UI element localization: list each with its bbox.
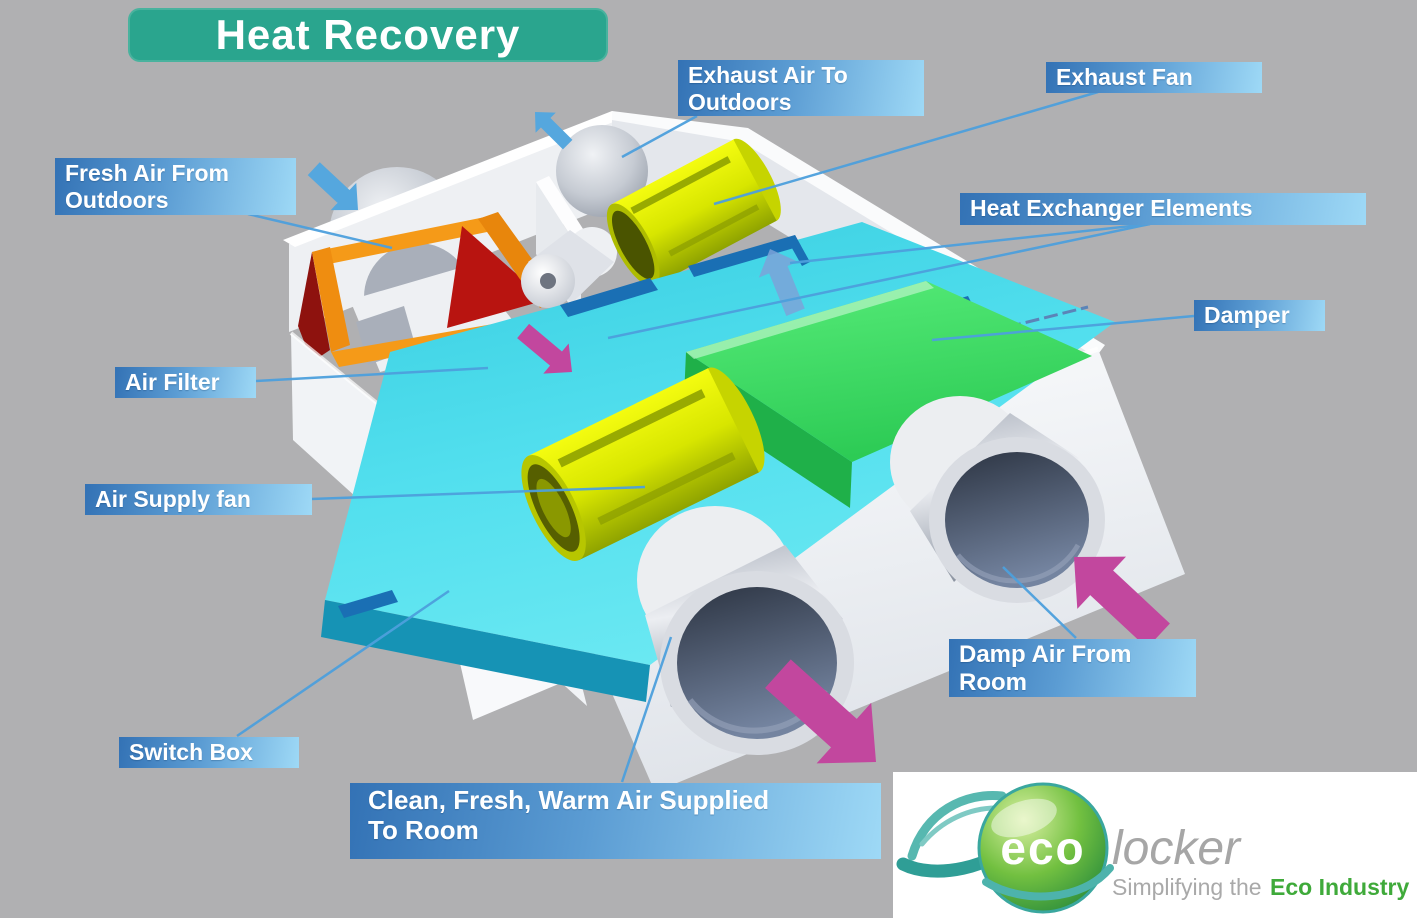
logo-brand-locker: locker — [1112, 822, 1242, 875]
logo-brand-eco: eco — [1000, 822, 1085, 874]
back-left-rim — [283, 111, 626, 247]
label-line: Heat Exchanger Elements — [970, 195, 1253, 221]
logo-tagline-prefix: Simplifying the — [1112, 874, 1262, 900]
logo-swoosh — [907, 791, 1007, 861]
label-line: Exhaust Fan — [1056, 64, 1193, 90]
leader-damper — [931, 314, 1195, 342]
leader-lines — [236, 90, 1195, 783]
exchanger-slot — [688, 235, 801, 277]
leader-air-filter — [255, 366, 489, 383]
exchanger-slot — [788, 235, 810, 266]
filter-red-edge — [298, 252, 330, 362]
leader-switch-box — [236, 589, 450, 738]
air-filter-3d — [447, 226, 546, 328]
leader-heat-exchanger-a — [789, 222, 1151, 265]
exchanger-slot — [338, 590, 398, 618]
leader-clean-fresh — [620, 636, 673, 783]
label-line: Exhaust Air To — [688, 62, 848, 88]
supply-duct — [637, 506, 854, 755]
logo-tagline-emphasis: Eco Industry — [1270, 874, 1410, 900]
label-fresh-air-from-outdoors: Fresh Air From Outdoors — [55, 158, 296, 215]
air-supply-fan-3d — [521, 367, 765, 562]
exhaust-fan-3d — [606, 138, 781, 287]
fan-motor — [521, 227, 617, 308]
label-clean-fresh-warm-air: Clean, Fresh, Warm Air Supplied To Room — [350, 783, 881, 859]
leader-heat-exchanger-b — [607, 222, 1151, 340]
logo-globe — [977, 782, 1109, 914]
exchanger-slot — [560, 278, 658, 317]
ecolocker-logo: eco locker Simplifying the Eco Industry — [893, 772, 1417, 918]
label-air-filter: Air Filter — [115, 367, 256, 398]
label-exhaust-fan: Exhaust Fan — [1046, 62, 1262, 93]
return-duct — [890, 396, 1105, 603]
label-line: Switch Box — [129, 739, 253, 765]
leader-damp-air — [1002, 566, 1077, 639]
label-damp-air-from-room: Damp Air From Room — [949, 639, 1196, 697]
label-line: Room — [959, 668, 1027, 696]
damper-3d — [684, 281, 1092, 508]
leader-air-supply-fan — [310, 485, 646, 501]
logo-swoosh — [919, 805, 999, 847]
label-air-supply-fan: Air Supply fan — [85, 484, 312, 515]
label-line: Outdoors — [688, 88, 792, 115]
filter-frame-left — [312, 247, 350, 352]
label-damper: Damper — [1194, 300, 1325, 331]
label-line: Damper — [1204, 302, 1290, 328]
label-switch-box: Switch Box — [119, 737, 299, 768]
exhaust-outlet-dome — [556, 125, 648, 217]
leader-exhaust-fan — [713, 90, 1099, 206]
label-line: To Room — [368, 815, 479, 846]
label-line: Damp Air From — [959, 641, 1132, 668]
label-line: Fresh Air From — [65, 160, 230, 186]
label-line: Outdoors — [65, 186, 169, 213]
label-line: Air Filter — [125, 369, 220, 395]
label-line: Clean, Fresh, Warm Air Supplied — [368, 785, 770, 815]
leader-exhaust-air — [621, 114, 698, 159]
label-exhaust-air-to-outdoors: Exhaust Air To Outdoors — [678, 60, 924, 116]
label-heat-exchanger-elements: Heat Exchanger Elements — [960, 193, 1366, 225]
logo-swoosh — [982, 864, 1114, 901]
filter-frame-top — [312, 216, 497, 266]
page-title: Heat Recovery — [128, 8, 608, 62]
leader-fresh-air — [247, 212, 393, 250]
label-line: Air Supply fan — [95, 486, 251, 512]
